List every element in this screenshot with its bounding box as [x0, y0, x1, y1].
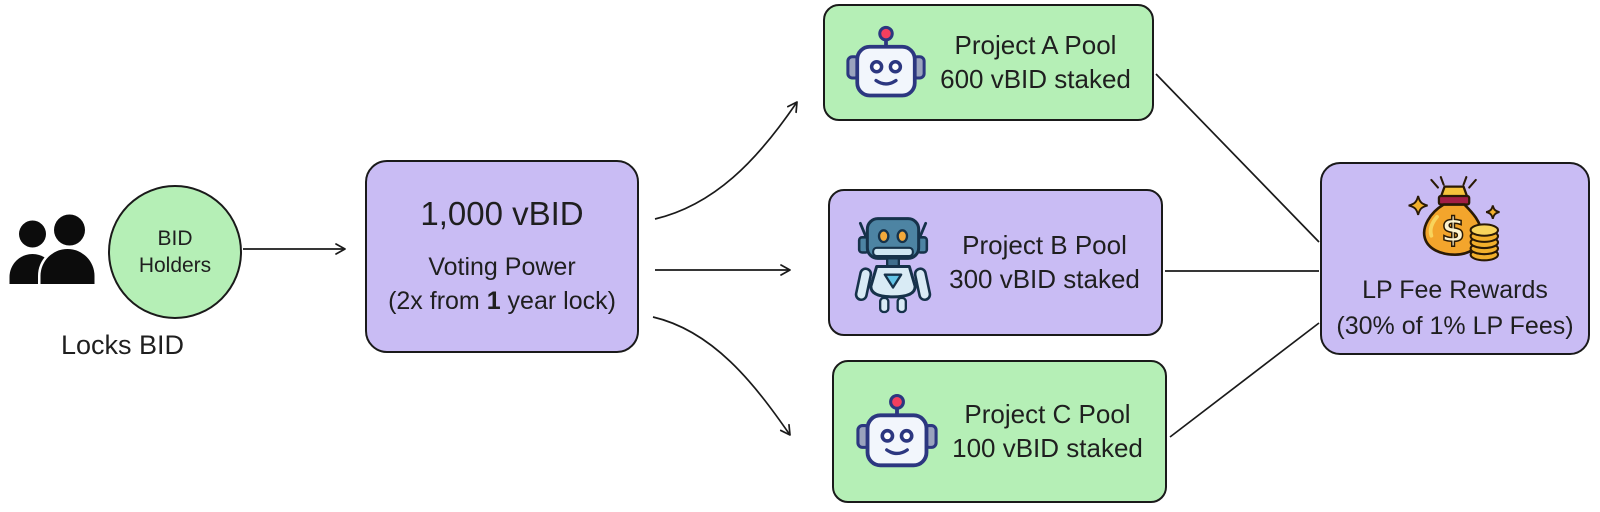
pool-c-node: Project C Pool 100 vBID staked — [832, 360, 1167, 503]
voting-label: Voting Power — [428, 252, 576, 281]
rewards-title: LP Fee Rewards — [1362, 275, 1548, 304]
lock-note-prefix: (2x from — [388, 286, 487, 315]
voting-amount: 1,000 vBID — [420, 194, 584, 232]
pool-a-name: Project A Pool — [954, 29, 1117, 60]
bid-holders-node: BID Holders — [108, 185, 242, 319]
arrow-voting-to-pool-a — [654, 101, 798, 220]
lock-note-bold: 1 — [486, 286, 501, 315]
line-pool-c-to-rewards — [1169, 322, 1320, 438]
pool-c-staked: 100 vBID staked — [952, 432, 1143, 463]
pool-a-staked: 600 vBID staked — [940, 63, 1131, 94]
robot-body-icon — [854, 216, 932, 313]
voting-lock-note: (2x from 1 year lock) — [388, 285, 616, 319]
robot-face-icon — [856, 393, 938, 467]
line-pool-a-to-rewards — [1155, 73, 1320, 243]
pool-a-node: Project A Pool 600 vBID staked — [823, 4, 1154, 121]
pool-a-text: Project A Pool 600 vBID staked — [940, 29, 1131, 97]
pool-b-node: Project B Pool 300 vBID staked — [828, 189, 1163, 336]
pool-b-text: Project B Pool 300 vBID staked — [949, 229, 1140, 297]
svg-text:$: $ — [1441, 210, 1465, 250]
bid-holders-label-line2: Holders — [138, 254, 212, 277]
money-bag-icon: $ — [1408, 175, 1500, 261]
pool-c-text: Project C Pool 100 vBID staked — [952, 398, 1143, 466]
pool-b-staked: 300 vBID staked — [949, 263, 1140, 294]
pool-b-name: Project B Pool — [962, 229, 1127, 260]
bid-holders-label-line1: BID — [157, 226, 193, 250]
rewards-subtitle: (30% of 1% LP Fees) — [1336, 312, 1574, 340]
voting-power-node: 1,000 vBID Voting Power (2x from 1 year … — [365, 160, 639, 353]
lock-note-suffix: year lock) — [500, 286, 616, 315]
arrow-voting-to-pool-c — [652, 316, 791, 436]
locks-bid-caption: Locks BID — [60, 330, 185, 360]
robot-face-icon — [846, 25, 926, 97]
pool-c-name: Project C Pool — [964, 398, 1131, 429]
people-icon — [6, 206, 103, 287]
lp-fee-rewards-node: $ LP Fee Rewards (30% of 1% LP Fees) — [1320, 162, 1590, 355]
